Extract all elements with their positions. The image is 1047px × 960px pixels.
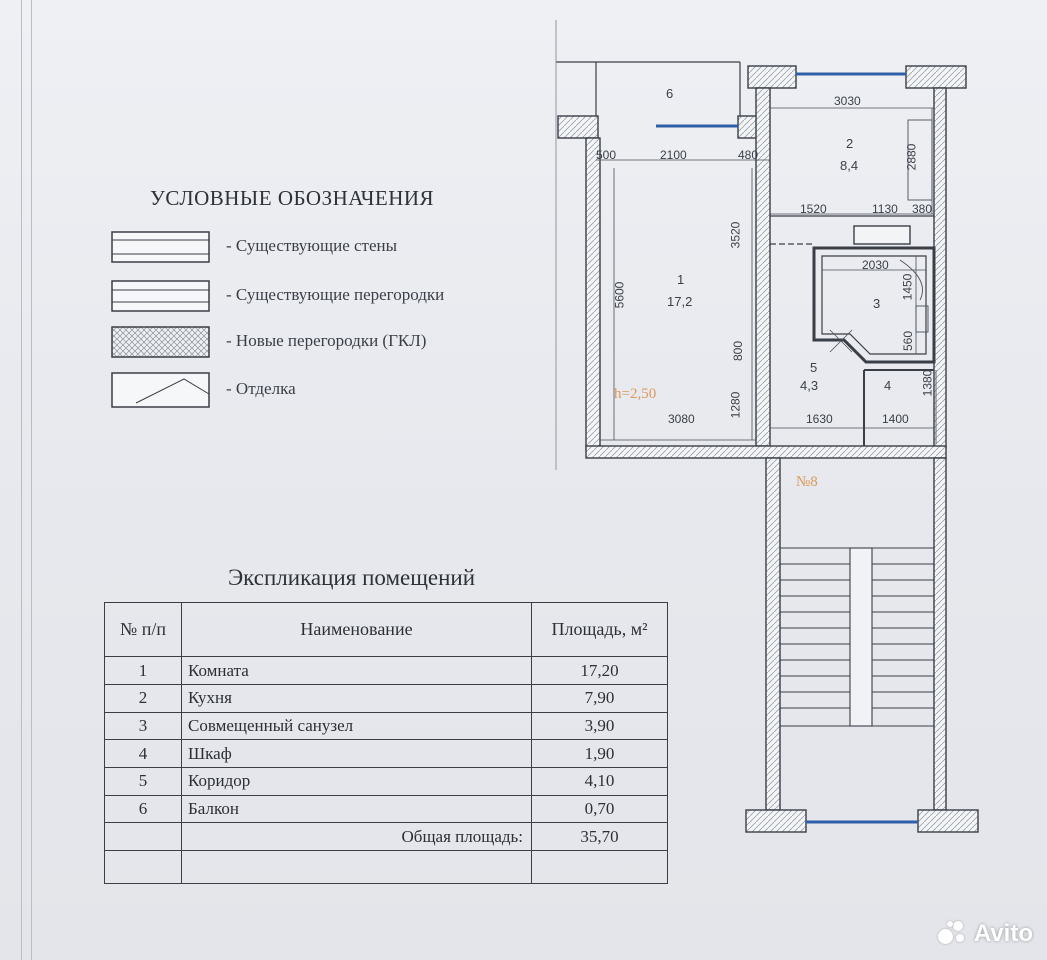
table-row: 5 Коридор 4,10 <box>104 767 668 796</box>
empty-cell <box>181 850 532 884</box>
room-1-number: 1 <box>677 272 685 287</box>
row-name: Комната <box>181 656 532 686</box>
total-empty-cell <box>104 822 182 852</box>
header-name: Наименование <box>181 601 532 658</box>
row-area: 1,90 <box>531 739 668 769</box>
sheet-border-inner <box>31 0 32 960</box>
dim-2880: 2880 <box>904 143 919 171</box>
dim-2030: 2030 <box>862 258 889 272</box>
bathroom-fixtures <box>899 119 933 333</box>
total-value: 35,70 <box>531 822 668 852</box>
legend-existing-partitions: - Существующие перегородки <box>226 285 445 304</box>
table-total-row: Общая площадь: 35,70 <box>104 822 668 852</box>
row-area: 0,70 <box>531 794 668 824</box>
room-4-number: 4 <box>884 378 892 393</box>
room-5-number: 5 <box>810 360 818 375</box>
dim-1450: 1450 <box>900 273 915 301</box>
dimension-lines <box>596 107 937 444</box>
row-num: 2 <box>104 684 182 713</box>
finish-swatch <box>111 372 210 408</box>
ceiling-height: h=2,50 <box>614 386 657 402</box>
row-name: Балкон <box>181 794 532 824</box>
dim-800: 800 <box>731 340 746 362</box>
explication-title: Экспликация помещений <box>228 565 476 590</box>
row-name: Кухня <box>181 684 532 713</box>
dim-560: 560 <box>901 330 916 352</box>
dim-1380: 1380 <box>920 369 935 397</box>
dim-1520: 1520 <box>800 202 827 216</box>
row-name: Коридор <box>181 767 532 796</box>
legend-swatches <box>111 231 210 408</box>
dim-380: 380 <box>912 202 933 216</box>
dim-5600: 5600 <box>612 281 627 309</box>
row-area: 7,90 <box>531 684 668 713</box>
header-area: Площадь, м² <box>531 601 668 658</box>
total-label: Общая площадь: <box>181 822 532 852</box>
row-area: 17,20 <box>531 656 668 686</box>
existing-partitions-swatch <box>111 280 210 312</box>
room-5-area: 4,3 <box>800 378 819 393</box>
avito-wordmark: Avito <box>973 920 1033 947</box>
empty-cell <box>104 850 182 884</box>
room-2-area: 8,4 <box>840 158 859 173</box>
explication-table: № п/п Наименование Площадь, м² 1 Комната… <box>104 601 668 884</box>
existing-walls-swatch <box>111 231 210 263</box>
dim-3030: 3030 <box>834 94 861 108</box>
row-area: 4,10 <box>531 767 668 796</box>
room-1-area: 17,2 <box>667 294 693 309</box>
row-num: 1 <box>104 656 182 686</box>
walls <box>557 65 979 833</box>
table-row: 6 Балкон 0,70 <box>104 794 668 824</box>
avito-watermark: Avito <box>937 920 1033 948</box>
row-name: Шкаф <box>181 739 532 769</box>
dim-500: 500 <box>596 148 617 162</box>
sheet-border-outer <box>21 0 22 960</box>
table-empty-row <box>104 850 668 884</box>
table-row: 3 Совмещенный санузел 3,90 <box>104 711 668 741</box>
room-2-number: 2 <box>846 136 854 151</box>
dim-3520: 3520 <box>728 221 743 249</box>
table-row: 4 Шкаф 1,90 <box>104 739 668 769</box>
row-num: 5 <box>104 767 182 796</box>
table-row: 1 Комната 17,20 <box>104 656 668 686</box>
row-area: 3,90 <box>531 711 668 741</box>
staircase <box>780 547 934 727</box>
dim-1630: 1630 <box>806 412 833 426</box>
apartment-number: №8 <box>796 474 818 490</box>
room-6-number: 6 <box>666 86 674 101</box>
dim-2100: 2100 <box>660 148 687 162</box>
header-num: № п/п <box>104 601 182 658</box>
row-num: 3 <box>104 711 182 741</box>
windows <box>656 72 918 824</box>
new-partitions-swatch <box>111 326 210 358</box>
table-row: 2 Кухня 7,90 <box>104 684 668 713</box>
dim-3080: 3080 <box>668 412 695 426</box>
dim-480: 480 <box>738 148 759 162</box>
row-name: Совмещенный санузел <box>181 711 532 741</box>
room-3-number: 3 <box>873 296 881 311</box>
row-num: 4 <box>104 739 182 769</box>
empty-cell <box>531 850 668 884</box>
legend-existing-walls: - Существующие стены <box>226 236 398 255</box>
balcony <box>555 20 741 470</box>
dim-1130: 1130 <box>872 202 898 216</box>
legend-new-partitions: - Новые перегородки (ГКЛ) <box>226 331 427 350</box>
dim-1280: 1280 <box>728 391 743 419</box>
dim-1400: 1400 <box>882 412 909 426</box>
table-header-row: № п/п Наименование Площадь, м² <box>104 601 668 658</box>
row-num: 6 <box>104 794 182 824</box>
legend-title: УСЛОВНЫЕ ОБОЗНАЧЕНИЯ <box>150 186 435 210</box>
legend-finish: - Отделка <box>226 379 296 398</box>
avito-logo-icon <box>937 921 968 947</box>
